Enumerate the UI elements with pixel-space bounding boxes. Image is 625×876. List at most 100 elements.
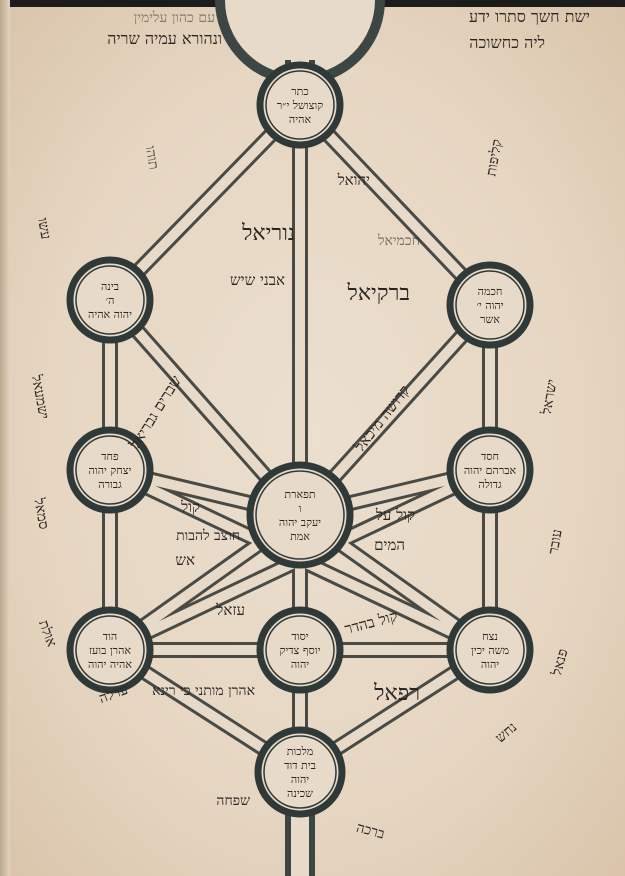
angel-nuriel: נוריאל: [241, 221, 295, 246]
margin-right-4: פנאל: [549, 647, 572, 678]
angel-chakhmiel: חכמיאל: [377, 233, 420, 249]
sefira-text: כתר: [291, 85, 309, 98]
sefira-text: יצחק יהוה: [89, 464, 132, 477]
text-shevarim: שברים גבריאל: [125, 372, 185, 453]
angel-barkiel: ברקיאל: [347, 281, 410, 306]
sefira-text: ו: [299, 502, 302, 515]
sefira-text: אהיה: [289, 113, 312, 126]
margin-bottom-1: ברכה: [355, 820, 387, 843]
sefira-text: יהוה: [291, 658, 309, 671]
binding-edge: [0, 0, 10, 876]
sefira-text: חסד: [481, 450, 499, 463]
text-chotzev: חוצב להבות: [176, 528, 240, 544]
sefira-text: שכינה: [287, 787, 313, 800]
angel-uzael: עזאל: [215, 601, 245, 619]
margin-left-4: סמאל: [30, 496, 51, 531]
texts: עם כהון עלימין ונהורא עמיה שריה ישת חשך …: [28, 7, 590, 843]
sefira-ring: [256, 606, 344, 694]
sefira-ring: [446, 606, 534, 694]
sefira-text: יהוה: [481, 658, 499, 671]
margin-right-2: ישראל: [539, 378, 561, 417]
sefira-text: חכמה: [478, 285, 503, 298]
sefira-text: יהוה: [291, 773, 309, 786]
sefira-text: גדולה: [478, 478, 502, 491]
corner-text-faint: עם כהון עלימין: [134, 10, 215, 26]
channel-inner-keter-binah: [106, 101, 304, 304]
sefira-ring: [254, 726, 346, 818]
corner-text-top-left: ונהורא עמיה שריה: [107, 29, 222, 48]
sefira-ring: [446, 426, 534, 514]
margin-left-1: תוהו: [142, 145, 162, 171]
sefira-text: בית דוד: [284, 759, 316, 772]
sefira-text: בינה: [101, 280, 119, 293]
sefira-ring: [256, 61, 344, 149]
sefira-text: משה יכין: [471, 644, 509, 657]
text-esh: אש: [175, 551, 195, 569]
text-kedusha-michael: קדושה מיכאל: [350, 382, 414, 456]
sefira-text: תפארת: [284, 488, 315, 501]
sefira-text: מלכות: [287, 745, 314, 758]
sefira-ring: [455, 615, 525, 685]
sefira-text: הוד: [103, 630, 117, 643]
sefira-text: יוסף צדיק: [280, 644, 321, 657]
text-kol-al: קול על: [375, 506, 415, 524]
sefira-ring: [446, 261, 534, 349]
text-hamayim: המים: [374, 536, 405, 554]
sefira-text: יסוד: [291, 630, 308, 643]
text-kol: קול: [180, 498, 200, 516]
sefira-ring: [75, 265, 145, 335]
margin-left-2: עשו: [34, 217, 53, 241]
corner-text-top-right-2: ליה כחשוכה: [469, 33, 545, 52]
sefira-text: קוצושל י״ר: [277, 99, 323, 112]
sefira-text: אמת: [290, 530, 310, 543]
sefira-ring: [265, 70, 335, 140]
sefira-text: אשר: [480, 313, 500, 326]
margin-right-1: קליפות: [483, 138, 505, 177]
sefira-ring: [263, 735, 337, 809]
margin-left-7: שפחה: [216, 793, 250, 809]
margin-left-3: ישמעאל: [28, 373, 52, 421]
sefira-ring: [75, 615, 145, 685]
sefira-text: אברהם יהוה: [464, 464, 517, 477]
sefira-text: ה׳: [106, 294, 115, 307]
angel-yehoel: יהואל: [337, 171, 370, 189]
channel-inner-keter-chokhmah: [296, 101, 494, 309]
sefira-text: פחד: [101, 450, 119, 463]
sefira-ring: [246, 461, 354, 569]
corner-text-top-right-1: ישת חשך סתרו ידע: [469, 7, 590, 26]
sefira-text: אהיה יהוה: [88, 658, 132, 671]
margin-left-5: אולת: [35, 618, 59, 649]
text-aharon-line: אהרן מותני כי רינא: [152, 683, 255, 699]
text-avnei-shayish: אבני שיש: [230, 271, 285, 289]
margin-right-5: נחש: [493, 719, 521, 746]
margin-right-3: עובר: [546, 528, 566, 556]
sefira-ring: [265, 615, 335, 685]
sefira-ring: [455, 435, 525, 505]
sefira-ring: [255, 470, 345, 560]
sefira-ring: [455, 270, 525, 340]
sefira-text: גבורה: [98, 478, 122, 491]
sefira-text: אהרן בועז: [89, 644, 131, 657]
sefira-text: יהוה אהיה: [88, 308, 132, 321]
sefira-text: נצח: [482, 630, 498, 643]
sefira-ring: [66, 256, 154, 344]
sefira-text: יהוה י׳: [476, 299, 503, 312]
angel-refael: רפאל: [373, 681, 420, 706]
text-kol-behadar: קול בהדר: [343, 607, 400, 638]
sefira-ring: [66, 606, 154, 694]
sefira-text: יעקב יהוה: [279, 516, 321, 529]
sefira-ring: [75, 435, 145, 505]
